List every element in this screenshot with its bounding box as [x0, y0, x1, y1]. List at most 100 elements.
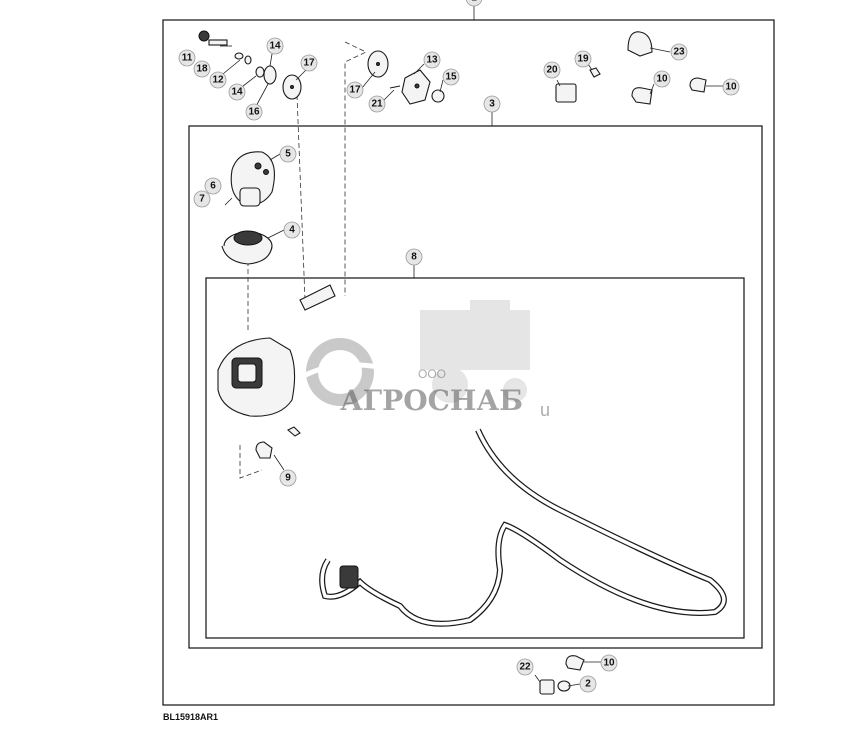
- callout-circle: [300, 54, 318, 72]
- joystick-console: [217, 284, 336, 417]
- connector-9: [255, 426, 301, 459]
- callout-circle: [245, 103, 263, 121]
- callout-label: 7: [199, 194, 205, 205]
- callout-label: 13: [426, 55, 438, 66]
- callout-circle: [193, 190, 211, 208]
- callout-label: 15: [445, 72, 457, 83]
- callout-c22: 22: [516, 658, 534, 676]
- callout-c3: 3: [483, 95, 501, 113]
- callout-circle: [465, 0, 483, 7]
- frame-8: [205, 277, 745, 639]
- callout-circle: [346, 81, 364, 99]
- callout-label: 12: [212, 75, 224, 86]
- callout-c8: 8: [405, 248, 423, 266]
- callout-label: 8: [411, 252, 417, 263]
- handle-knob-assembly: [221, 151, 275, 265]
- gear-logo-icon: [298, 338, 401, 406]
- callout-label: 23: [673, 47, 685, 58]
- callout-label: 14: [269, 41, 281, 52]
- callout-label: 5: [285, 149, 291, 160]
- callout-c15: 15: [442, 68, 460, 86]
- callout-c9: 9: [279, 469, 297, 487]
- callout-c11: 11: [178, 49, 196, 67]
- callout-circle: [442, 68, 460, 86]
- callout-label: 18: [196, 64, 208, 75]
- callout-label: 3: [489, 99, 495, 110]
- callout-label: 22: [519, 662, 531, 673]
- callout-label: 2: [585, 679, 591, 690]
- callout-circle: [178, 49, 196, 67]
- mount-plate-group: [367, 50, 445, 105]
- callout-label: 14: [231, 87, 243, 98]
- callout-c1: 1: [465, 0, 483, 7]
- callout-label: 19: [577, 54, 589, 65]
- callout-circle: [600, 654, 618, 672]
- callout-label: 6: [210, 181, 216, 192]
- callout-c7: 7: [193, 190, 211, 208]
- callout-circle: [266, 37, 284, 55]
- watermark-small-text: ООО: [418, 367, 446, 381]
- callout-c6: 6: [204, 177, 222, 195]
- callout-c18: 18: [193, 60, 211, 78]
- frame-3: [188, 125, 763, 649]
- callout-c12: 12: [209, 71, 227, 89]
- callout-label: 1: [471, 0, 477, 4]
- combine-harvester-icon: [420, 300, 530, 403]
- callout-c21: 21: [368, 95, 386, 113]
- clip-relay-group: [555, 31, 707, 105]
- callout-label: 10: [603, 658, 615, 669]
- callout-label: 21: [371, 99, 383, 110]
- bottom-clips-group: [539, 655, 585, 695]
- callout-circle: [283, 221, 301, 239]
- screw-washer-group: [198, 30, 302, 100]
- callout-circle: [279, 469, 297, 487]
- callout-c5: 5: [279, 145, 297, 163]
- callout-c17b: 17: [346, 81, 364, 99]
- callout-circle: [209, 71, 227, 89]
- callout-c14a: 14: [266, 37, 284, 55]
- callout-c19: 19: [574, 50, 592, 68]
- callout-circle: [405, 248, 423, 266]
- watermark-suffix-text: u: [540, 400, 550, 420]
- callout-circle: [204, 177, 222, 195]
- callout-label: 4: [289, 225, 295, 236]
- callout-c10c: 10: [600, 654, 618, 672]
- callout-label: 11: [182, 53, 193, 64]
- callout-circle: [516, 658, 534, 676]
- callout-circle: [228, 83, 246, 101]
- callout-label: 10: [656, 74, 668, 85]
- callout-c17a: 17: [300, 54, 318, 72]
- callout-label: 17: [349, 85, 361, 96]
- outer-frame-1: [162, 19, 775, 706]
- callout-c2: 2: [579, 675, 597, 693]
- callout-circle: [483, 95, 501, 113]
- callout-label: 9: [285, 473, 291, 484]
- callout-c14b: 14: [228, 83, 246, 101]
- callout-label: 10: [725, 82, 737, 93]
- callout-circle: [543, 61, 561, 79]
- callout-c10b: 10: [722, 78, 740, 96]
- callout-circle: [574, 50, 592, 68]
- callout-c20: 20: [543, 61, 561, 79]
- figure-code-label: BL15918AR1: [163, 712, 219, 722]
- callout-label: 17: [303, 58, 315, 69]
- callout-c4: 4: [283, 221, 301, 239]
- callout-circle: [653, 70, 671, 88]
- callout-layer: 1234567891010101112131414151617171819202…: [178, 0, 740, 693]
- callout-circle: [722, 78, 740, 96]
- callout-circle: [193, 60, 211, 78]
- callout-c16: 16: [245, 103, 263, 121]
- callout-c13: 13: [423, 51, 441, 69]
- callout-label: 16: [248, 107, 260, 118]
- wire-harness: [319, 428, 727, 627]
- callout-circle: [279, 145, 297, 163]
- callout-circle: [670, 43, 688, 61]
- callout-c10a: 10: [653, 70, 671, 88]
- watermark-main-text: АГРОСНАБ: [340, 384, 523, 417]
- callout-c23: 23: [670, 43, 688, 61]
- watermark: ООО АГРОСНАБ u: [298, 300, 550, 420]
- callout-circle: [423, 51, 441, 69]
- callout-label: 20: [546, 65, 558, 76]
- callout-circle: [368, 95, 386, 113]
